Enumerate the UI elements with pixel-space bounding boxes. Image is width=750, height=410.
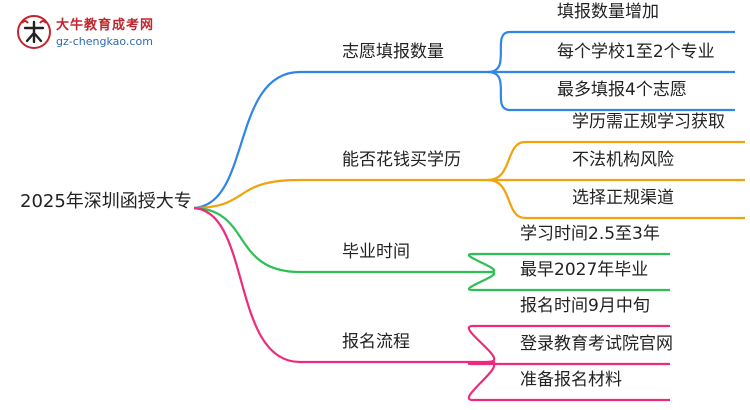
leaf-node: 最多填报4个志愿 [555, 80, 689, 100]
leaf-node: 登录教育考试院官网 [518, 334, 675, 354]
leaf-connector [487, 30, 511, 74]
leaf-node: 学历需正规学习获取 [570, 112, 727, 132]
leaf-node: 准备报名材料 [518, 370, 624, 390]
leaf-connector [467, 270, 496, 292]
branch-node: 报名流程 [340, 332, 412, 352]
logo-name: 大牛教育成考网 [56, 18, 155, 33]
leaf-connector [467, 252, 496, 274]
site-logo: 大牛教育成考网 gz-chengkao.com [14, 12, 194, 56]
leaf-node: 最早2027年毕业 [518, 260, 651, 280]
branch-connector [191, 206, 301, 364]
leaf-connector [467, 360, 496, 402]
branch-connector [191, 206, 301, 274]
leaf-node: 选择正规渠道 [570, 188, 676, 208]
leaf-connector [487, 140, 526, 182]
leaf-node: 每个学校1至2个专业 [555, 42, 717, 62]
branch-node: 志愿填报数量 [340, 42, 446, 62]
ox-logo-icon [17, 15, 51, 49]
branch-connector [191, 70, 301, 210]
leaf-node: 学习时间2.5至3年 [518, 224, 662, 244]
leaf-node: 填报数量增加 [555, 2, 661, 22]
leaf-connector [467, 324, 496, 364]
logo-site: gz-chengkao.com [56, 35, 153, 48]
leaf-node: 不法机构风险 [570, 150, 676, 170]
leaf-node: 报名时间9月中旬 [518, 296, 652, 316]
branch-connector [191, 178, 301, 210]
root-node: 2025年深圳函授大专 [18, 191, 194, 212]
branch-node: 毕业时间 [340, 242, 412, 262]
branch-node: 能否花钱买学历 [340, 150, 463, 170]
leaf-connector [487, 70, 511, 112]
leaf-connector [487, 178, 526, 220]
